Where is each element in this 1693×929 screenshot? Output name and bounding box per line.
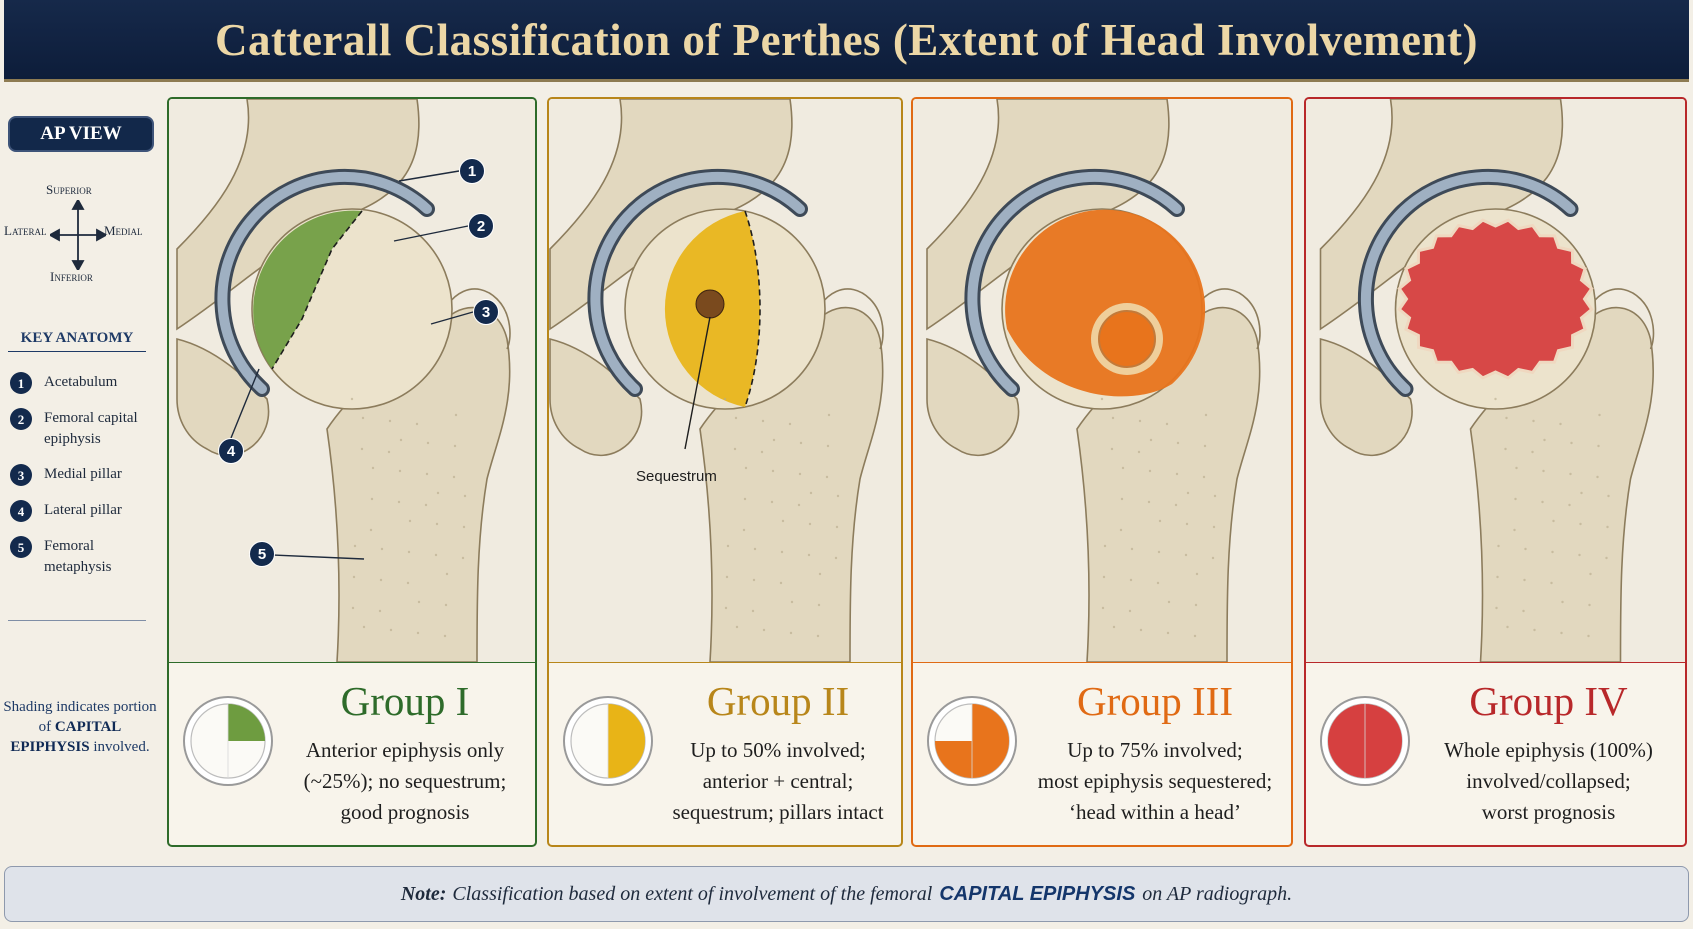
group-title: Group IV (1469, 678, 1628, 724)
shading-note-strong: CAPITAL EPIPHYSIS (10, 719, 122, 755)
involvement-fill (608, 704, 645, 778)
note-label: Note: (400, 882, 447, 905)
hip-joint-drawing (549, 99, 884, 662)
panel-divider (549, 662, 901, 663)
desc-line: most epiphysis sequestered; (1037, 769, 1273, 793)
sidebar-divider (8, 620, 146, 621)
hip-joint-drawing (926, 99, 1261, 662)
callout-4: 4 (218, 438, 244, 464)
note-text: Classification based on extent of involv… (452, 882, 933, 905)
involvement-pie-icon (563, 696, 653, 786)
panel-group-3: Group III Up to 75% involved; most epiph… (911, 97, 1293, 847)
list-item: 1 Acetabulum (10, 372, 160, 394)
desc-line: ‘head within a head’ (1068, 800, 1241, 824)
group-description: Whole epiphysis (100%) involved/collapse… (1416, 735, 1681, 828)
callout-3: 3 (473, 299, 499, 325)
key-anatomy-list: 1 Acetabulum 2 Femoral capital epiphysis 3… (10, 372, 160, 592)
desc-line: worst prognosis (1481, 800, 1616, 824)
desc-line: (~25%); no sequestrum; (303, 769, 507, 793)
involvement-fill (228, 704, 265, 741)
hip-illustration (1306, 99, 1685, 662)
key-label: Femoral capital epiphysis (44, 410, 138, 447)
key-number: 2 (10, 408, 32, 430)
compass-arrows-icon (50, 200, 106, 270)
callout-5: 5 (249, 541, 275, 567)
desc-line: anterior + central; (702, 769, 854, 793)
panel-group-4: Group IV Whole epiphysis (100%) involved… (1304, 97, 1687, 847)
note-bar: Note: Classification based on extent of … (4, 866, 1689, 922)
hip-illustration (913, 99, 1291, 662)
hip-illustration (169, 99, 535, 662)
key-number: 1 (10, 372, 32, 394)
list-item: 4 Lateral pillar (10, 500, 160, 522)
panel-divider (1306, 662, 1685, 663)
desc-line: Up to 50% involved; (690, 738, 866, 762)
desc-line: Whole epiphysis (100%) (1444, 738, 1653, 762)
key-label: Lateral pillar (44, 502, 122, 518)
hip-joint-drawing (1319, 99, 1655, 662)
key-number: 4 (10, 500, 32, 522)
sequestrum-label: Sequestrum (636, 468, 717, 485)
hip-joint-drawing (176, 99, 511, 662)
panel-group-2: Group II Up to 50% involved; anterior + … (547, 97, 903, 847)
compass-inferior: Inferior (50, 269, 93, 284)
sidebar: AP VIEW Superior Lateral Medial Inferior… (0, 110, 160, 810)
desc-line: sequestrum; pillars intact (672, 800, 884, 824)
page-title: Catterall Classification of Perthes (Ext… (214, 14, 1479, 65)
shading-note-text: Shading indicates portion of (3, 699, 157, 735)
group-description: Anterior epiphysis only (~25%); no seque… (279, 735, 531, 828)
panel-group-1: Group I Anterior epiphysis only (~25%); … (167, 97, 537, 847)
involvement-pie-icon (1320, 696, 1410, 786)
note-strong: CAPITAL EPIPHYSIS (939, 882, 1136, 905)
note-end: on AP radiograph. (1142, 882, 1293, 905)
group-title: Group III (1077, 678, 1233, 724)
key-number: 3 (10, 464, 32, 486)
key-label: Medial pillar (44, 466, 122, 482)
hip-illustration (549, 99, 901, 662)
panel-divider (913, 662, 1291, 663)
key-label: Femoral metaphysis (44, 538, 112, 575)
desc-line: involved/collapsed; (1466, 769, 1631, 793)
involvement-pie-icon (183, 696, 273, 786)
list-item: 5 Femoral metaphysis (10, 536, 160, 578)
group-title: Group I (340, 678, 470, 724)
shading-note-end: involved. (93, 739, 150, 755)
group-description: Up to 75% involved; most epiphysis seque… (1023, 735, 1287, 828)
group-description: Up to 50% involved; anterior + central; … (659, 735, 897, 828)
callout-2: 2 (468, 213, 494, 239)
orientation-compass: Superior Lateral Medial Inferior (0, 180, 160, 300)
list-item: 3 Medial pillar (10, 464, 160, 486)
involvement-pie-icon (927, 696, 1017, 786)
desc-line: good prognosis (340, 800, 470, 824)
key-anatomy-title: KEY ANATOMY (8, 330, 146, 352)
compass-superior: Superior (46, 182, 92, 197)
list-item: 2 Femoral capital epiphysis (10, 408, 160, 450)
view-badge: AP VIEW (8, 116, 154, 152)
key-number: 5 (10, 536, 32, 558)
compass-medial: Medial (104, 223, 143, 238)
panel-divider (169, 662, 535, 663)
desc-line: Up to 75% involved; (1067, 738, 1243, 762)
compass-lateral: Lateral (4, 223, 47, 238)
callout-1: 1 (459, 158, 485, 184)
group-title: Group II (706, 678, 850, 724)
shading-note: Shading indicates portion of CAPITAL EPI… (0, 697, 160, 757)
title-banner: Catterall Classification of Perthes (Ext… (4, 0, 1689, 82)
key-label: Acetabulum (44, 374, 118, 390)
desc-line: Anterior epiphysis only (305, 738, 505, 762)
